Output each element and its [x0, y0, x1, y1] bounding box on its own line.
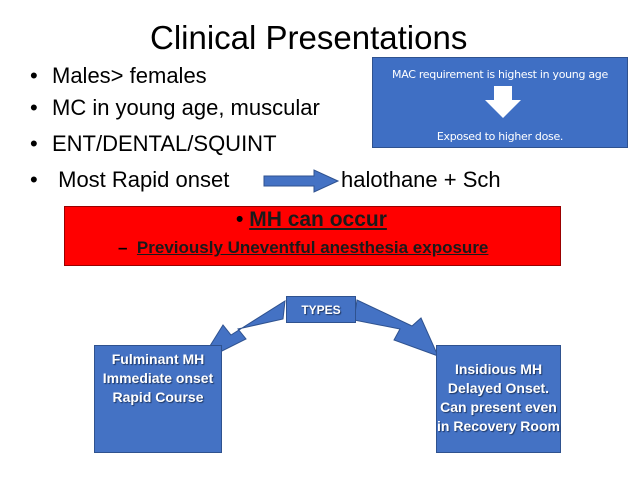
dash-marker: – — [118, 238, 128, 257]
previous-anesthesia-text: Previously Uneventful anesthesia exposur… — [136, 238, 489, 257]
mac-bottom-text: Exposed to higher dose. — [436, 130, 564, 143]
fulminant-line: Rapid Course — [112, 389, 204, 405]
bullet-young-age: • MC in young age, muscular — [30, 94, 320, 122]
bullet-marker: • — [236, 208, 244, 231]
bullet-text: ENT/DENTAL/SQUINT — [52, 131, 277, 156]
bullet-males: • Males> females — [30, 62, 207, 90]
fulminant-line: Fulminant MH — [111, 351, 205, 367]
mh-can-occur-text: MH can occur — [249, 208, 387, 231]
bullet-marker: • — [30, 63, 38, 88]
insidious-line: Delayed Onset. — [447, 380, 550, 396]
insidious-line: Can present even — [440, 399, 557, 415]
right-branch-arrow-icon — [353, 299, 439, 357]
bullet-rapid-onset: • Most Rapid onset — [30, 166, 229, 194]
fulminant-mh-box: Fulminant MH Immediate onset Rapid Cours… — [94, 345, 222, 453]
fulminant-line: Immediate onset — [102, 370, 214, 386]
bullet-text: Most Rapid onset — [52, 167, 230, 192]
down-arrow-icon — [485, 86, 521, 118]
bullet-text: Males> females — [52, 63, 207, 88]
onset-result: halothane + Sch — [341, 167, 501, 192]
mac-requirement-box: MAC requirement is highest in young age … — [372, 57, 628, 148]
insidious-line: Insidious MH — [454, 361, 543, 377]
bullet-marker: • — [30, 167, 38, 192]
previous-anesthesia: – Previously Uneventful anesthesia expos… — [118, 238, 488, 258]
right-arrow-icon — [263, 169, 340, 193]
mac-top-text: MAC requirement is highest in young age — [392, 68, 608, 81]
bullet-text: MC in young age, muscular — [52, 95, 320, 120]
types-box: TYPES — [286, 296, 356, 323]
bullet-marker: • — [30, 131, 38, 156]
mh-warning-box — [64, 206, 561, 266]
insidious-mh-box: Insidious MH Delayed Onset. Can present … — [436, 345, 561, 453]
slide-title: Clinical Presentations — [150, 19, 468, 56]
mh-can-occur: • MH can occur — [236, 208, 387, 232]
bullet-marker: • — [30, 95, 38, 120]
bullet-ent: • ENT/DENTAL/SQUINT — [30, 130, 277, 158]
insidious-line: in Recovery Room — [437, 418, 560, 434]
